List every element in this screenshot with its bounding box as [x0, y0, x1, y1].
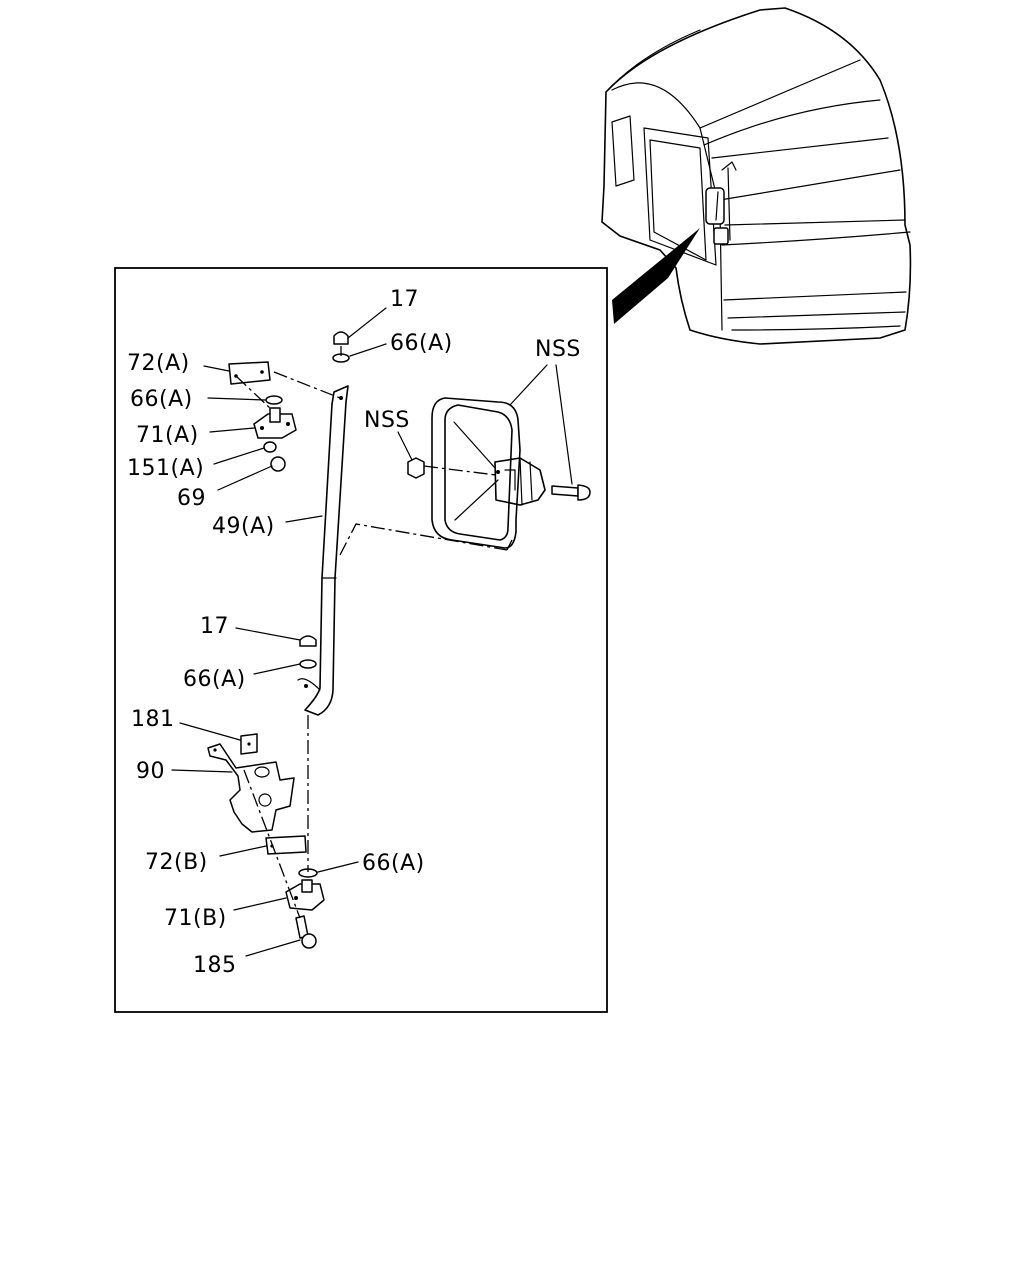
cap-nut-icon — [299, 635, 317, 647]
plate-icon — [228, 361, 271, 385]
label-151a: 151(A) — [127, 456, 204, 481]
stay-bar-icon — [297, 385, 349, 716]
label-49a: 49(A) — [212, 514, 275, 539]
callout-pointer — [612, 228, 700, 324]
label-69: 69 — [177, 486, 206, 511]
vehicle-cab-icon — [601, 7, 912, 345]
label-71a: 71(A) — [136, 423, 199, 448]
label-nss-top: NSS — [535, 337, 581, 362]
nut-icon — [270, 456, 286, 472]
cap-nut-icon — [333, 331, 349, 345]
bolt-icon — [551, 484, 591, 501]
bracket-icon — [253, 407, 297, 439]
mirror-icon — [431, 397, 546, 549]
label-nss-mid: NSS — [364, 408, 410, 433]
label-17-mid: 17 — [200, 614, 229, 639]
label-90: 90 — [136, 759, 165, 784]
label-185: 185 — [193, 953, 237, 978]
label-66a-top: 66(A) — [390, 331, 453, 356]
square-plate-icon — [240, 733, 258, 755]
leader-lines — [171, 307, 573, 957]
bolt-icon — [295, 915, 317, 949]
washer-icon — [263, 441, 277, 453]
nut-icon — [407, 457, 425, 479]
label-17-top: 17 — [390, 287, 419, 312]
label-181: 181 — [131, 707, 175, 732]
washer-icon — [265, 395, 283, 405]
detail-box — [114, 267, 608, 1013]
bracket-icon — [285, 879, 325, 911]
label-71b: 71(B) — [164, 906, 227, 931]
label-66a-mid: 66(A) — [183, 667, 246, 692]
plate-icon — [265, 835, 307, 855]
label-66a-bottom: 66(A) — [362, 851, 425, 876]
washer-icon — [299, 659, 317, 669]
label-72b: 72(B) — [145, 850, 208, 875]
label-66a-left: 66(A) — [130, 387, 193, 412]
label-72a: 72(A) — [127, 351, 190, 376]
